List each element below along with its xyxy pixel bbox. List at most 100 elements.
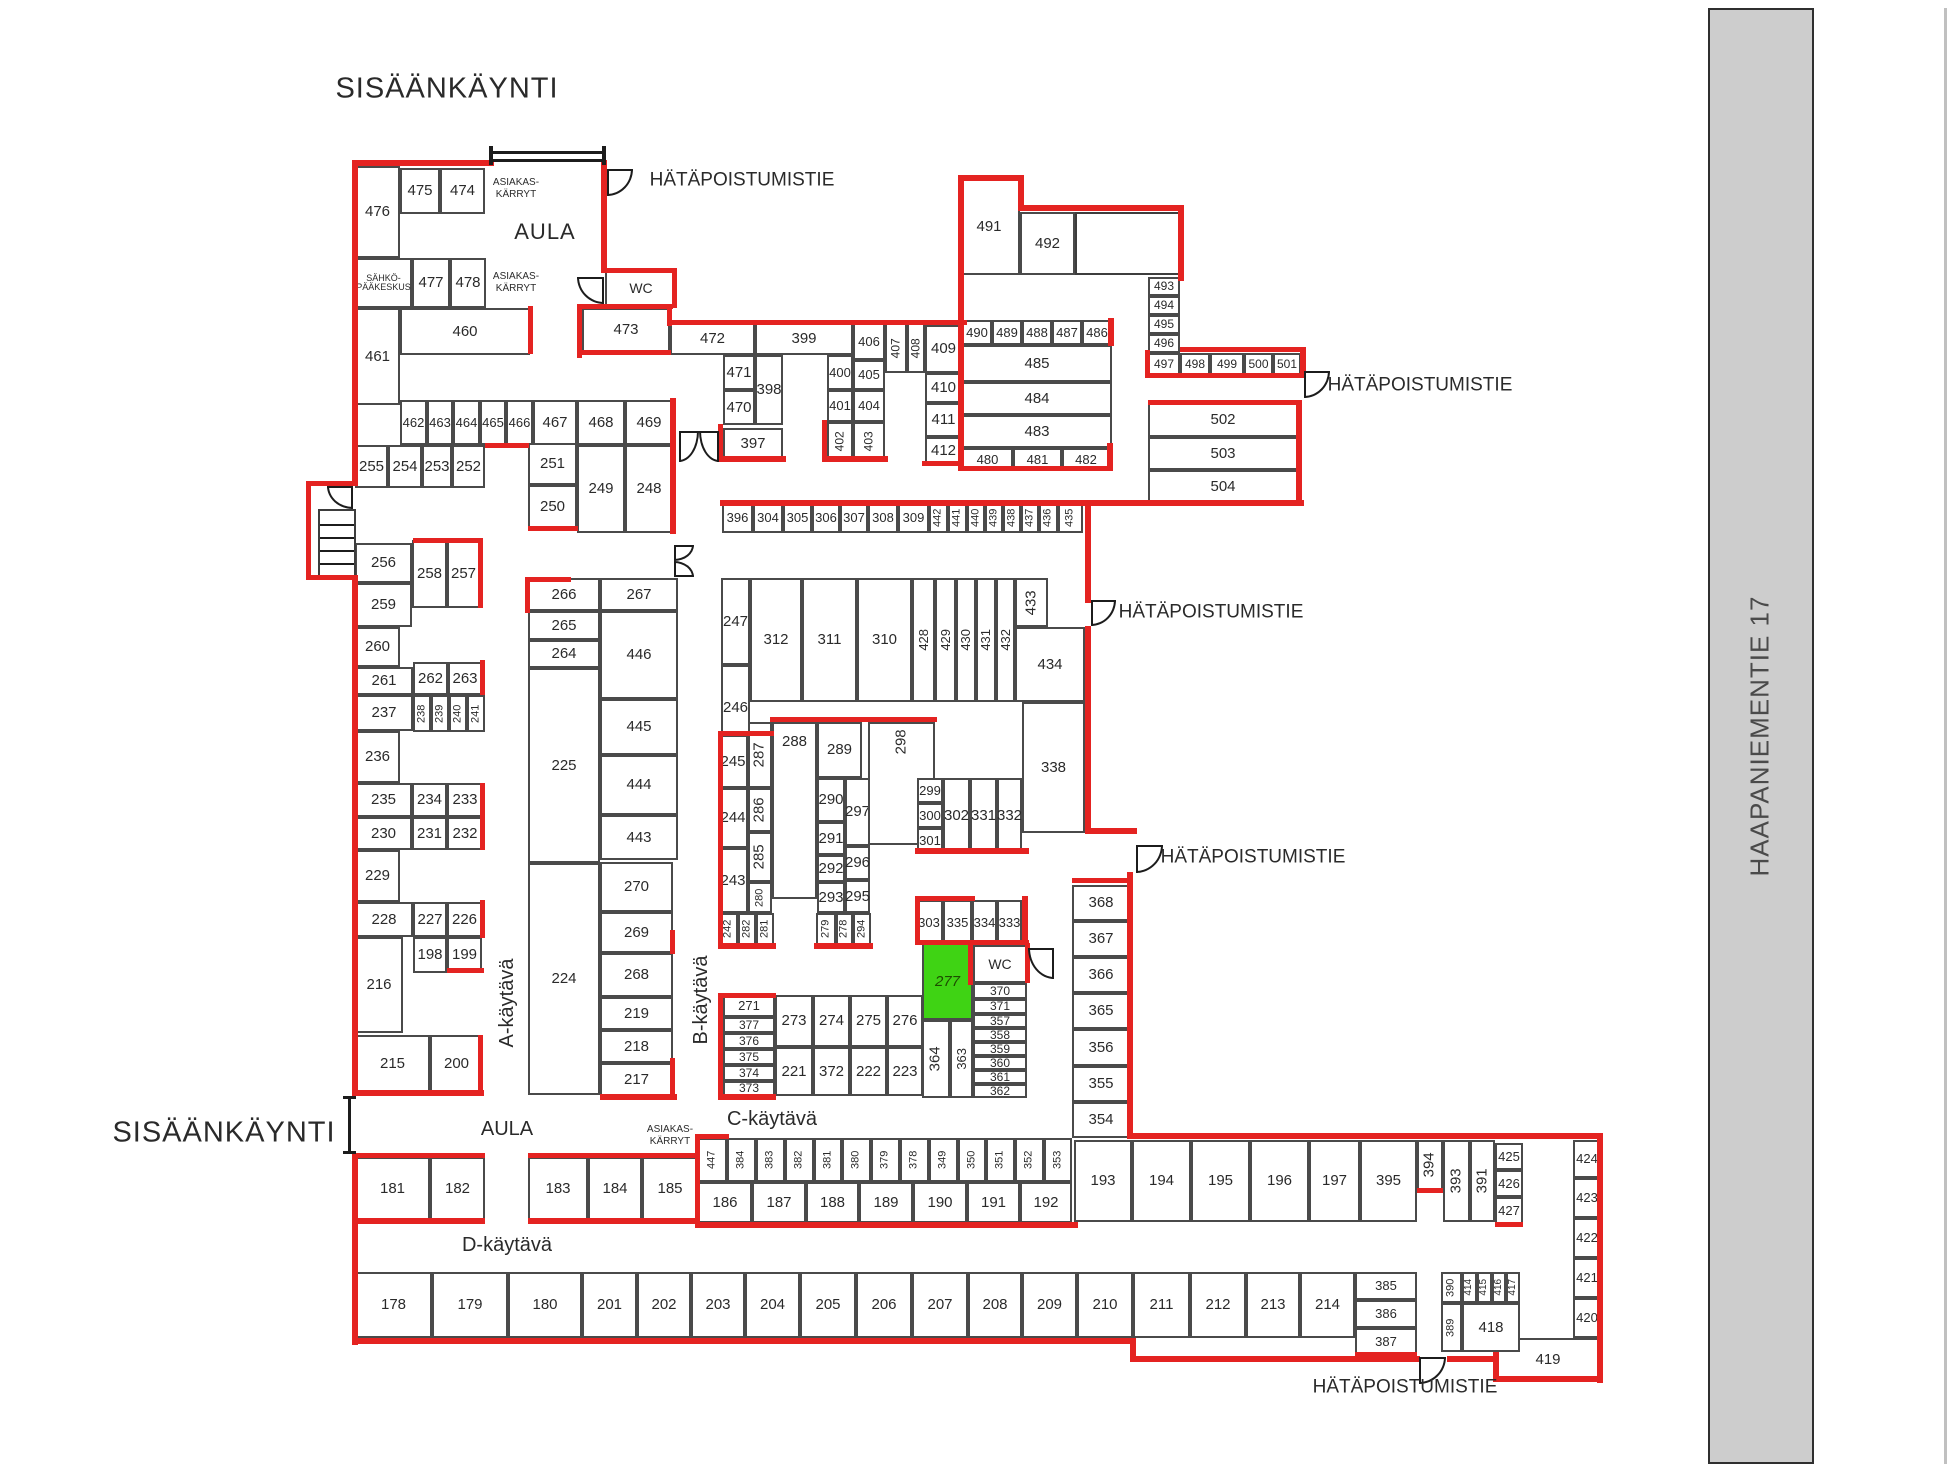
- room-label: 385: [1375, 1278, 1397, 1294]
- room-label: 445: [626, 718, 652, 736]
- room-252: 252: [452, 445, 485, 488]
- room-232: 232: [447, 817, 483, 850]
- wall-segment: [814, 943, 873, 949]
- room-447: 447: [698, 1138, 727, 1182]
- room-475: 475: [400, 168, 440, 214]
- door-glyph-line: [492, 159, 604, 162]
- room-405: 405: [853, 360, 885, 390]
- room-label: 381: [821, 1150, 834, 1170]
- room-441: 441: [948, 503, 967, 533]
- room-293: 293: [817, 882, 845, 913]
- wall-segment: [915, 848, 1029, 854]
- room-label: 306: [815, 510, 837, 526]
- wall-segment: [1148, 400, 1301, 405]
- room-221: 221: [775, 1047, 813, 1096]
- room-label: 211: [1149, 1296, 1174, 1314]
- room-406: 406: [853, 323, 885, 360]
- room-495: 495: [1148, 315, 1180, 334]
- room-489: 489: [992, 320, 1022, 345]
- room-428: 428: [912, 578, 935, 702]
- room-label: 292: [818, 859, 844, 877]
- room-label: 206: [871, 1296, 897, 1314]
- room-273: 273: [775, 995, 813, 1047]
- room-493: 493: [1148, 277, 1180, 296]
- room-label: 279: [819, 919, 832, 939]
- wall-segment: [528, 1153, 700, 1158]
- room-183: 183: [528, 1157, 588, 1221]
- room-282: 282: [738, 913, 756, 945]
- room-192: 192: [1020, 1182, 1072, 1223]
- room-label: 487: [1056, 324, 1078, 340]
- room-240: 240: [449, 695, 467, 732]
- wall-segment: [352, 1153, 358, 1345]
- room-230: 230: [355, 817, 412, 850]
- room-206: 206: [856, 1272, 912, 1338]
- wall-segment: [528, 1218, 700, 1224]
- room-462: 462: [400, 400, 427, 445]
- room-label: SÄHKÖ- PÄÄKESKUS: [356, 272, 411, 292]
- room-410: 410: [925, 373, 962, 403]
- room-label: 471: [726, 363, 752, 381]
- room-355: 355: [1072, 1066, 1130, 1102]
- room-label: 436: [1041, 508, 1054, 528]
- room-label: 309: [902, 510, 925, 526]
- wall-segment: [600, 1094, 677, 1100]
- room-222: 222: [850, 1047, 887, 1096]
- room-label: 380: [849, 1150, 862, 1170]
- room-label: 400: [829, 364, 851, 380]
- room-256: 256: [355, 543, 412, 583]
- room-178: 178: [355, 1272, 432, 1338]
- room-430: 430: [956, 578, 976, 702]
- room-label: 195: [1207, 1172, 1234, 1190]
- room-190: 190: [913, 1182, 967, 1223]
- wall-segment: [352, 1090, 484, 1096]
- room-label: 498: [1184, 356, 1206, 371]
- wall-segment: [670, 1058, 675, 1096]
- room-label: 189: [873, 1193, 899, 1211]
- room-label: 237: [371, 704, 397, 722]
- room-label: 293: [818, 888, 844, 906]
- room-187: 187: [752, 1182, 806, 1223]
- wall-segment: [1597, 1133, 1603, 1383]
- wall-segment: [601, 160, 607, 272]
- room-216: 216: [355, 937, 403, 1033]
- room-310: 310: [857, 578, 912, 702]
- wall-segment: [1130, 1338, 1136, 1362]
- wall-segment: [822, 420, 827, 460]
- room-286: 286: [748, 788, 772, 832]
- room-label: 492: [1034, 234, 1061, 252]
- room-label: 357: [989, 1013, 1011, 1028]
- room-503: 503: [1148, 437, 1298, 470]
- room-382: 382: [785, 1138, 814, 1182]
- room-label: 298: [892, 729, 910, 755]
- room-label: 261: [371, 672, 397, 690]
- room-375: 375: [723, 1049, 775, 1065]
- room-label: 468: [588, 413, 614, 431]
- wall-segment: [413, 538, 483, 543]
- door-arc-icon: [607, 169, 633, 196]
- wall-segment: [577, 350, 671, 355]
- room-182: 182: [430, 1157, 485, 1221]
- room-262: 262: [413, 662, 448, 695]
- room-label: 420: [1576, 1310, 1598, 1326]
- room-label: 482: [1075, 451, 1097, 467]
- door-glyph-line: [489, 146, 493, 165]
- room-label: 233: [452, 791, 478, 809]
- room-label: 390: [1444, 1278, 1457, 1297]
- label-corridor-c: C-käytävä: [726, 1108, 818, 1130]
- room-300: 300: [917, 803, 943, 828]
- room-label: 354: [1088, 1111, 1114, 1129]
- room-label: 372: [818, 1062, 845, 1080]
- wall-segment: [1107, 443, 1113, 471]
- wall-segment: [480, 660, 485, 695]
- room-label: 360: [989, 1055, 1011, 1070]
- room-label: 470: [726, 398, 752, 416]
- room-label: 273: [781, 1012, 807, 1030]
- room-label: 375: [738, 1049, 760, 1064]
- room-label: 447: [705, 1150, 718, 1170]
- room-label: 359: [989, 1041, 1011, 1056]
- room-481: 481: [1013, 448, 1062, 471]
- door-arc-icon: [699, 431, 719, 462]
- room-365: 365: [1072, 993, 1130, 1029]
- room-label: 362: [989, 1083, 1011, 1098]
